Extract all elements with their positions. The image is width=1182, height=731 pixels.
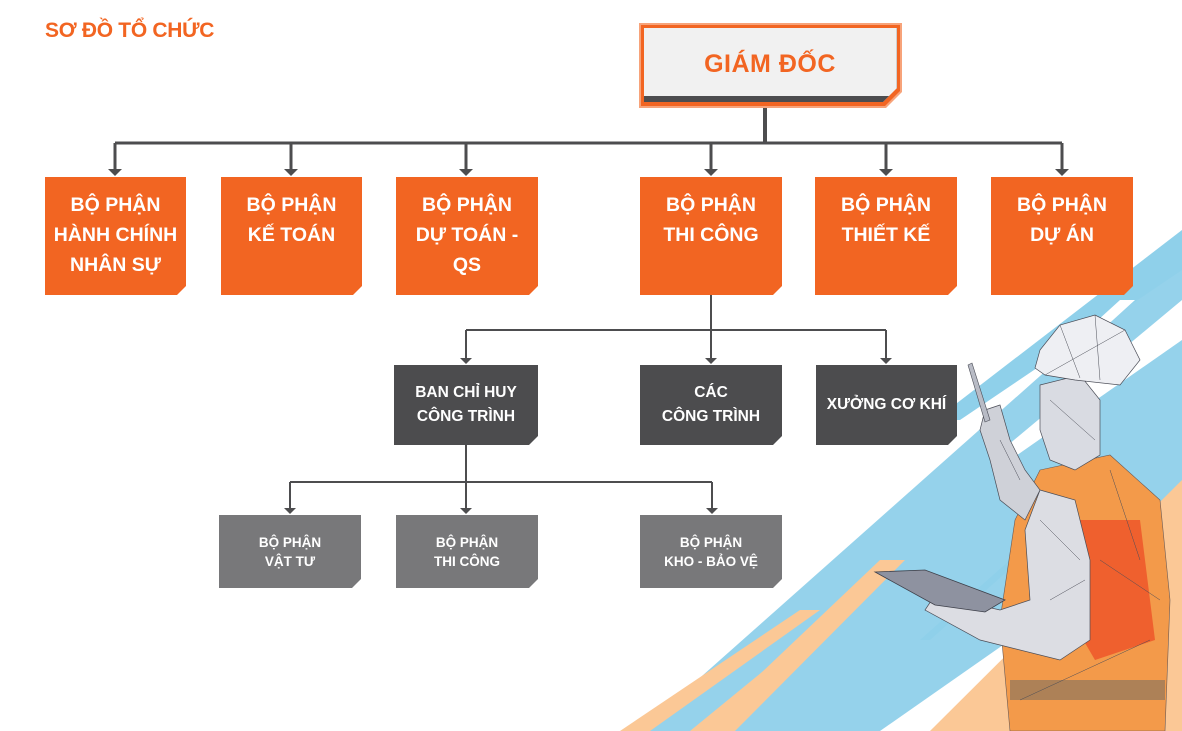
unit-site-command: BAN CHỈ HUY CÔNG TRÌNH bbox=[394, 365, 538, 445]
arrow-down-icon bbox=[108, 169, 122, 176]
dept-estimating-qs: BỘ PHẬN DỰ TOÁN - QS bbox=[396, 177, 538, 295]
dept-label: BỘ PHẬN KẾ TOÁN bbox=[246, 194, 337, 246]
dept-label: BỘ PHẬN THI CÔNG bbox=[663, 194, 759, 246]
site-unit-construction: BỘ PHẬN THI CÔNG bbox=[396, 515, 538, 588]
arrow-down-icon bbox=[1055, 169, 1069, 176]
unit-mechanical-workshop: XƯỞNG CƠ KHÍ bbox=[816, 365, 957, 445]
director-box: GIÁM ĐỐC bbox=[639, 23, 902, 108]
site-unit-materials: BỘ PHẬN VẬT TƯ bbox=[219, 515, 361, 588]
dept-label: BỘ PHẬN HÀNH CHÍNH NHÂN SỰ bbox=[53, 194, 178, 276]
director-label: GIÁM ĐỐC bbox=[644, 28, 897, 102]
page-title: SƠ ĐỒ TỔ CHỨC bbox=[45, 19, 215, 42]
unit-projects: CÁC CÔNG TRÌNH bbox=[640, 365, 782, 445]
dept-projects: BỘ PHẬN DỰ ÁN bbox=[991, 177, 1133, 295]
arrow-down-icon bbox=[704, 169, 718, 176]
unit-label: XƯỞNG CƠ KHÍ bbox=[826, 396, 947, 413]
site-unit-label: BỘ PHẬN VẬT TƯ bbox=[258, 534, 322, 569]
site-unit-label: BỘ PHẬN KHO - BẢO VỆ bbox=[664, 534, 758, 569]
arrow-down-icon bbox=[706, 508, 718, 514]
dept-label: BỘ PHẬN DỰ ÁN bbox=[1017, 194, 1107, 246]
dept-accounting: BỘ PHẬN KẾ TOÁN bbox=[221, 177, 362, 295]
site-unit-label: BỘ PHẬN THI CÔNG bbox=[434, 534, 500, 569]
arrow-down-icon bbox=[880, 358, 892, 364]
dept-admin-hr: BỘ PHẬN HÀNH CHÍNH NHÂN SỰ bbox=[45, 177, 186, 295]
arrow-down-icon bbox=[879, 169, 893, 176]
arrow-down-icon bbox=[284, 169, 298, 176]
site-unit-warehouse-security: BỘ PHẬN KHO - BẢO VỆ bbox=[640, 515, 782, 588]
dept-construction: BỘ PHẬN THI CÔNG bbox=[640, 177, 782, 295]
unit-label: BAN CHỈ HUY CÔNG TRÌNH bbox=[415, 384, 517, 425]
worker-figure bbox=[873, 314, 1171, 731]
unit-label: CÁC CÔNG TRÌNH bbox=[661, 384, 761, 425]
dept-label: BỘ PHẬN THIẾT KẾ bbox=[841, 194, 931, 246]
arrow-down-icon bbox=[459, 169, 473, 176]
arrow-down-icon bbox=[705, 358, 717, 364]
dept-design: BỘ PHẬN THIẾT KẾ bbox=[815, 177, 957, 295]
arrow-down-icon bbox=[460, 358, 472, 364]
dept-label: BỘ PHẬN DỰ TOÁN - QS bbox=[415, 194, 519, 276]
arrow-down-icon bbox=[460, 508, 472, 514]
arrow-down-icon bbox=[284, 508, 296, 514]
